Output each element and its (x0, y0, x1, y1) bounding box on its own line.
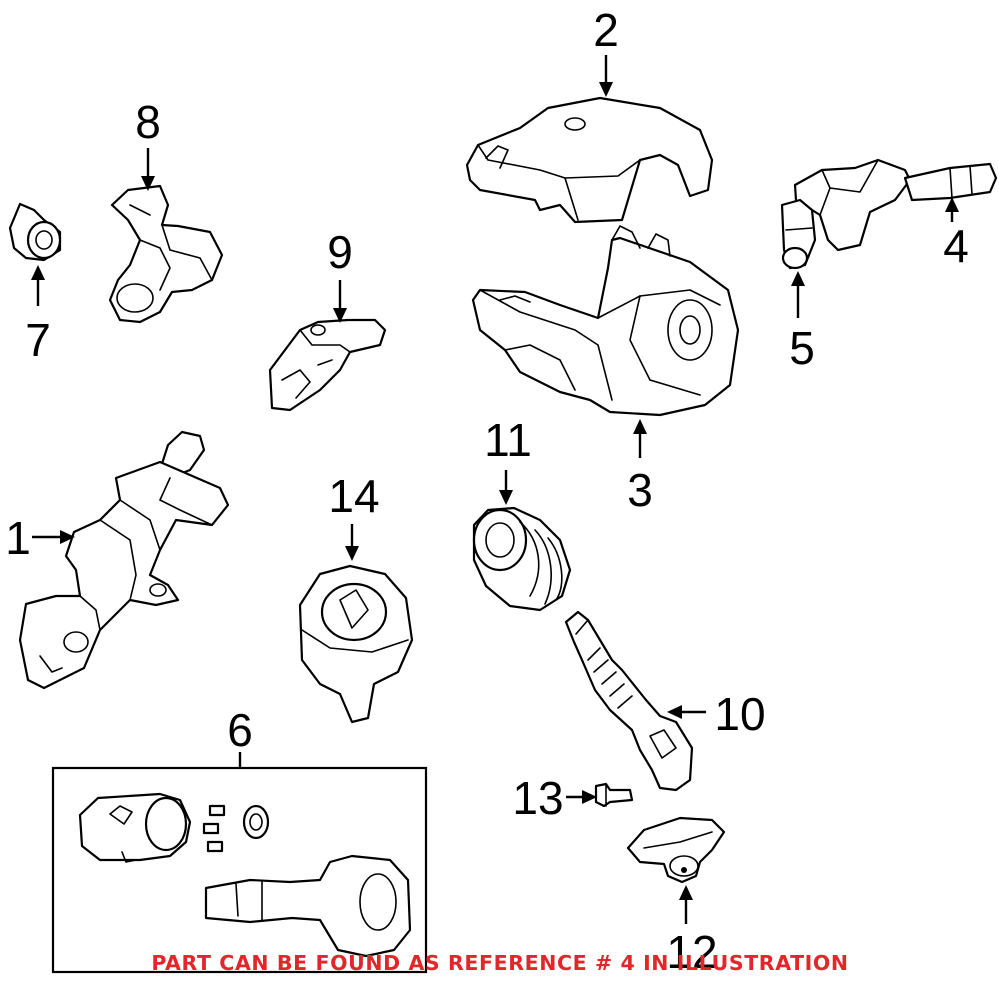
callout-4: 4 (943, 220, 969, 272)
callout-14: 14 (328, 470, 379, 522)
callout-5: 5 (789, 322, 815, 374)
part-14-ignition-ring (298, 564, 414, 724)
part-13-bolt (594, 782, 634, 808)
callout-9: 9 (327, 226, 353, 278)
part-4-multifunction-switch (793, 158, 998, 252)
callout-10: 10 (714, 688, 765, 740)
callout-1: 1 (5, 512, 31, 564)
callout-2: 2 (593, 4, 619, 56)
callout-12: 12 (666, 926, 717, 978)
callout-labels: 2 8 7 9 4 5 3 11 14 1 10 6 13 12 (5, 4, 969, 978)
part-11-boot (472, 506, 572, 612)
part-2-upper-shroud (465, 96, 714, 224)
callout-7: 7 (25, 314, 51, 366)
part-8-housing-bracket (108, 184, 224, 324)
callout-8: 8 (135, 96, 161, 148)
part-9-bracket (268, 318, 387, 412)
part-10-intermediate-shaft (564, 610, 694, 792)
leader-arrows (31, 55, 959, 924)
part-3-lower-shroud (471, 225, 740, 417)
part-1-steering-column (18, 430, 230, 690)
part-12-seal-plate (626, 816, 726, 884)
reference-notice: PART CAN BE FOUND AS REFERENCE # 4 IN IL… (151, 951, 848, 975)
callout-6: 6 (227, 704, 253, 756)
callout-13: 13 (512, 772, 563, 824)
part-7-socket (8, 202, 62, 262)
part-6-lock-kit (51, 766, 428, 974)
callout-3: 3 (627, 464, 653, 516)
callout-11: 11 (484, 414, 532, 466)
part-5-switch-knob (780, 198, 817, 270)
